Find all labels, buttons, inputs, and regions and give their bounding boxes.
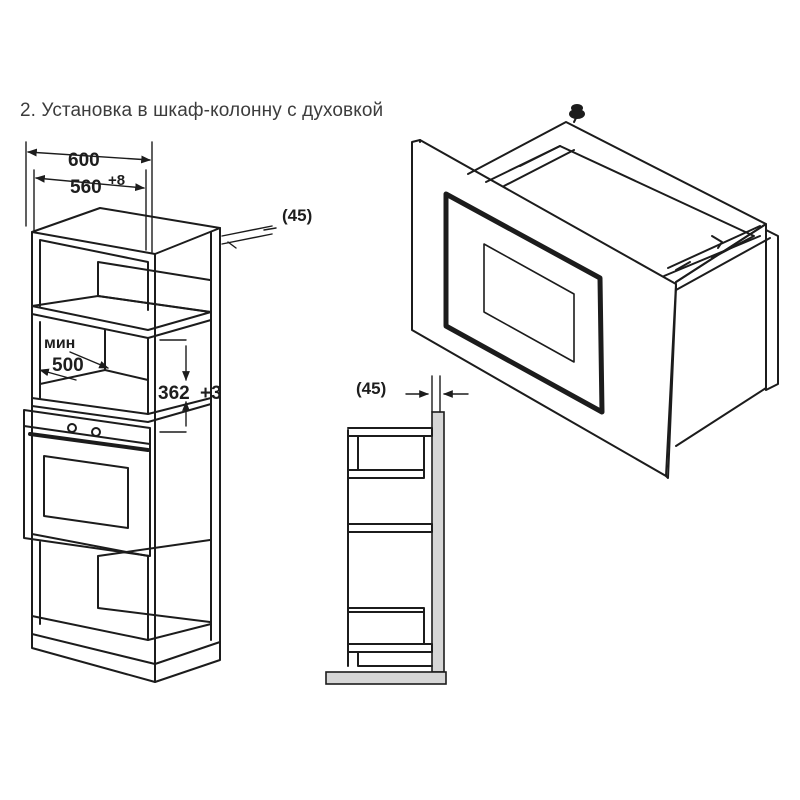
width-outer-label: 600 [68, 150, 100, 171]
dim-labels-left: 600 560 +8 (45) мин 500 362 +3 [44, 150, 312, 404]
min-label: мин [44, 335, 75, 352]
gap-top-label: (45) [282, 206, 312, 225]
dim-lines-left [25, 141, 277, 433]
side-section: (45) [325, 375, 469, 685]
microwave-frame [411, 104, 779, 479]
height-value-label: 362 [158, 383, 190, 404]
page-title: 2. Установка в шкаф-колонну с духовкой [20, 100, 384, 121]
column-cabinet [23, 207, 221, 683]
gap-side-label: (45) [356, 379, 386, 398]
min-value-label: 500 [52, 355, 84, 376]
width-inner-tolerance: +8 [108, 172, 125, 189]
width-inner-label: 560 [70, 177, 102, 198]
height-tolerance-label: +3 [200, 383, 222, 404]
